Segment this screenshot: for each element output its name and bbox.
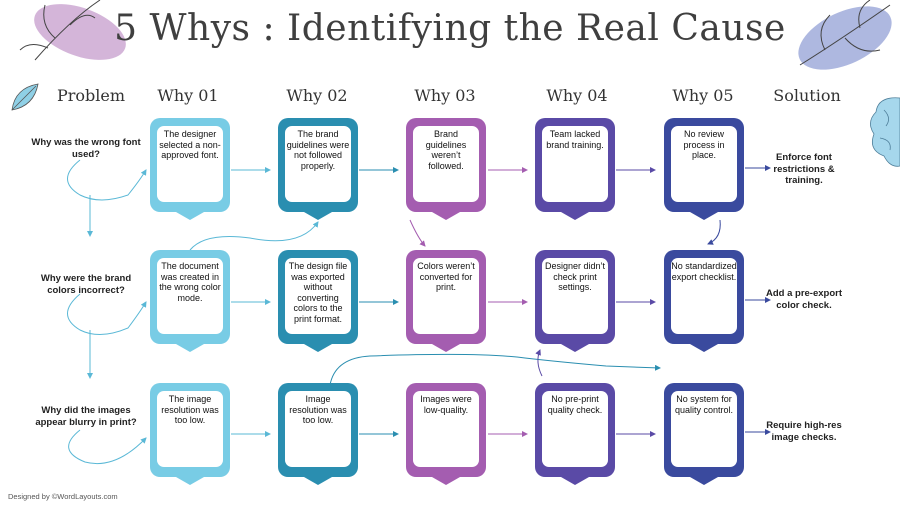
why-card-text: Designer didn’t check print settings. [542, 258, 608, 334]
why-card: No standardized export checklist. [664, 250, 744, 352]
why-card: No system for quality control. [664, 383, 744, 485]
credit-text: Designed by ©WordLayouts.com [8, 492, 118, 501]
why-card-text: The brand guidelines were not followed p… [285, 126, 351, 202]
card-notch [304, 344, 332, 352]
problem-question: Why was the wrong font used? [31, 137, 141, 160]
card-notch [561, 344, 589, 352]
brain-icon [870, 97, 900, 167]
leaf-icon [799, 0, 891, 66]
why-card: The designer selected a non-approved fon… [150, 118, 230, 220]
column-header-why-03: Why 03 [414, 86, 476, 105]
card-notch [176, 477, 204, 485]
leaf-icon [19, 0, 101, 61]
why-card: Image resolution was too low. [278, 383, 358, 485]
why-card-text: Brand guidelines weren’t followed. [413, 126, 479, 202]
why-card-text: The image resolution was too low. [157, 391, 223, 467]
card-notch [432, 212, 460, 220]
card-notch [561, 212, 589, 220]
why-card-text: Images were low-quality. [413, 391, 479, 467]
column-header-solution: Solution [773, 86, 841, 105]
why-card-text: Colors weren’t converted for print. [413, 258, 479, 334]
why-card: The document was created in the wrong co… [150, 250, 230, 352]
decor-blob-left [34, 4, 126, 60]
why-card-text: The designer selected a non-approved fon… [157, 126, 223, 202]
why-card-text: The design file was exported without con… [285, 258, 351, 334]
why-card: Designer didn’t check print settings. [535, 250, 615, 352]
leaf-icon [11, 83, 39, 111]
why-card-text: The document was created in the wrong co… [157, 258, 223, 334]
why-card-text: No review process in place. [671, 126, 737, 202]
why-card: Colors weren’t converted for print. [406, 250, 486, 352]
card-notch [176, 212, 204, 220]
card-notch [432, 477, 460, 485]
column-header-why-04: Why 04 [546, 86, 608, 105]
problem-question: Why were the brand colors incorrect? [40, 273, 132, 296]
column-header-problem: Problem [56, 86, 126, 105]
why-card: The image resolution was too low. [150, 383, 230, 485]
card-notch [304, 477, 332, 485]
why-card: The design file was exported without con… [278, 250, 358, 352]
card-notch [561, 477, 589, 485]
why-card: Team lacked brand training. [535, 118, 615, 220]
page-title: 5 Whys : Identifying the Real Cause [114, 8, 786, 49]
why-card-text: No system for quality control. [671, 391, 737, 467]
card-notch [432, 344, 460, 352]
card-notch [690, 212, 718, 220]
column-header-why-01: Why 01 [157, 86, 219, 105]
problem-question: Why did the images appear blurry in prin… [35, 405, 137, 428]
column-header-why-02: Why 02 [286, 86, 348, 105]
why-card: No pre-print quality check. [535, 383, 615, 485]
why-card-text: Image resolution was too low. [285, 391, 351, 467]
why-card: Brand guidelines weren’t followed. [406, 118, 486, 220]
card-notch [690, 477, 718, 485]
why-card-text: No pre-print quality check. [542, 391, 608, 467]
solution-text: Require high-res image checks. [766, 420, 842, 443]
why-card: Images were low-quality. [406, 383, 486, 485]
solution-text: Add a pre-export color check. [765, 288, 842, 311]
column-header-why-05: Why 05 [672, 86, 734, 105]
why-card-text: No standardized export checklist. [671, 258, 737, 334]
card-notch [176, 344, 204, 352]
card-notch [690, 344, 718, 352]
solution-text: Enforce font restrictions & training. [773, 152, 835, 186]
why-card-text: Team lacked brand training. [542, 126, 608, 202]
card-notch [304, 212, 332, 220]
why-card: No review process in place. [664, 118, 744, 220]
why-card: The brand guidelines were not followed p… [278, 118, 358, 220]
